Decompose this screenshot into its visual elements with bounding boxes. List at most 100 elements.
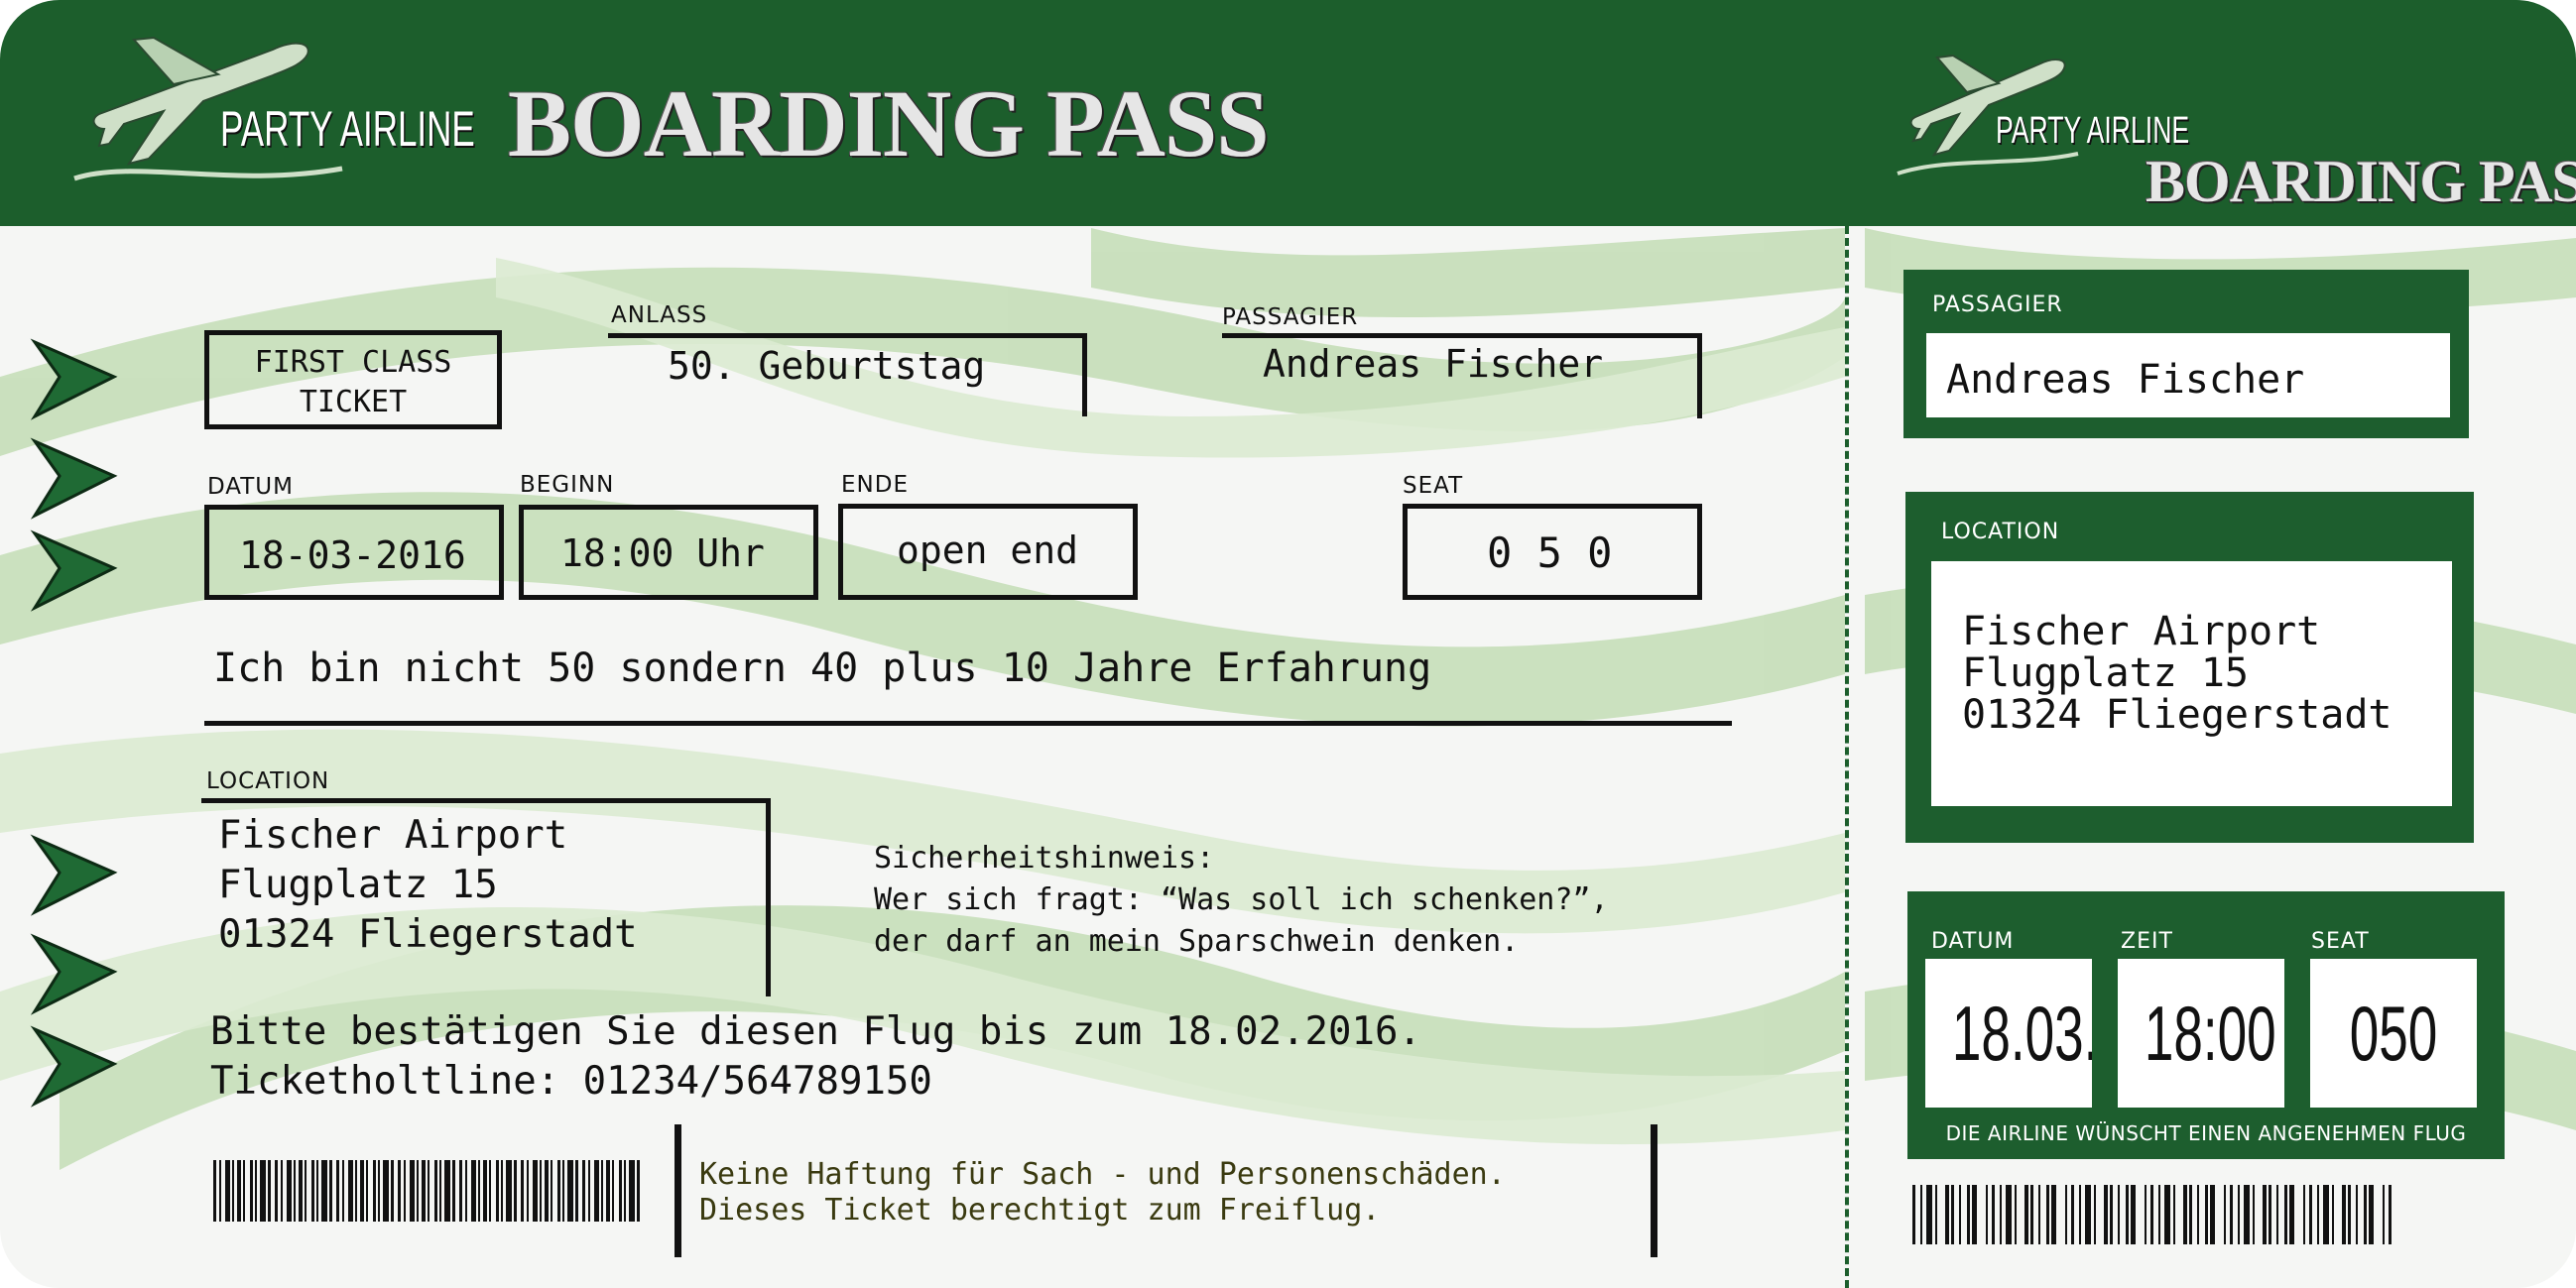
barcode-bar [219, 1160, 221, 1222]
location-line: 01324 Fliegerstadt [218, 912, 638, 957]
security-note: Sicherheitshinweis: Wer sich fragt: “Was… [874, 838, 1609, 963]
perforation-line [1845, 226, 1849, 1288]
barcode-bar [2189, 1185, 2192, 1244]
barcode-bar [444, 1160, 450, 1222]
barcode-bar [2269, 1185, 2271, 1244]
barcode-bar [2342, 1185, 2346, 1244]
airplane-icon [73, 36, 343, 181]
barcode-bar [2110, 1185, 2113, 1244]
begin-value: 18:00 Uhr [560, 531, 765, 575]
barcode-bar [1959, 1185, 1961, 1244]
barcode-bar [360, 1160, 364, 1222]
barcode-bar [567, 1160, 573, 1222]
barcode-bar [452, 1160, 455, 1222]
barcode-bar [2356, 1185, 2358, 1244]
barcode-bar [316, 1160, 318, 1222]
barcode-bar [237, 1160, 241, 1222]
barcode-bar [243, 1160, 245, 1222]
location-label: LOCATION [206, 768, 330, 794]
begin-box [519, 505, 818, 600]
stub-location-line: 01324 Fliegerstadt [1962, 692, 2392, 738]
stub-location-label: LOCATION [1941, 520, 2060, 544]
barcode-bar [2224, 1185, 2226, 1244]
barcode-bar [2094, 1185, 2096, 1244]
barcode-bar [287, 1160, 292, 1222]
barcode-bar [2173, 1185, 2175, 1244]
barcode-bar [619, 1160, 622, 1222]
stub-airline-name: PARTY AIRLINE [1996, 110, 2190, 152]
barcode-bar [299, 1160, 303, 1222]
passenger-frame [1222, 333, 1702, 418]
barcode-bar [2126, 1185, 2129, 1244]
arrow-chevron-icon [30, 338, 118, 612]
barcode-icon [1912, 1185, 2392, 1244]
confirmation-line: Bitte bestätigen Sie diesen Flug bis zum… [210, 1009, 1421, 1054]
barcode-bar [2183, 1185, 2187, 1244]
location-address: Fischer Airport Flugplatz 15 01324 Flieg… [218, 811, 638, 960]
barcode-bar [2079, 1185, 2081, 1244]
stub-location-address: Fischer Airport Flugplatz 15 01324 Flieg… [1962, 611, 2392, 736]
seat-box [1403, 504, 1702, 600]
barcode-bar [2038, 1185, 2040, 1244]
barcode-bar [410, 1160, 415, 1222]
ticket-class: FIRST CLASS TICKET [254, 345, 452, 419]
barcode-bar [2303, 1185, 2305, 1244]
end-value: open end [897, 528, 1079, 572]
barcode-bar [501, 1160, 503, 1222]
barcode-bar [2317, 1185, 2319, 1244]
seat-label: SEAT [1403, 473, 1464, 499]
stub-date-field: 18.03. [1925, 959, 2092, 1108]
barcode-bar [2046, 1185, 2049, 1244]
barcode-bar [2065, 1185, 2067, 1244]
barcode-bar [213, 1160, 216, 1222]
barcode-bar [606, 1160, 610, 1222]
barcode-bar [422, 1160, 426, 1222]
disclaimer-bar-left [675, 1124, 681, 1257]
barcode-bar [545, 1160, 549, 1222]
barcode-bar [637, 1160, 640, 1222]
date-value: 18-03-2016 [239, 533, 466, 577]
barcode-bar [506, 1160, 512, 1222]
barcode-bar [601, 1160, 603, 1222]
barcode-bar [311, 1160, 314, 1222]
date-box [204, 505, 504, 600]
barcode-bar [2006, 1185, 2012, 1244]
confirmation-note: Bitte bestätigen Sie diesen Flug bis zum… [210, 1007, 1421, 1107]
barcode-bar [557, 1160, 560, 1222]
barcode-bar [373, 1160, 376, 1222]
disclaimer-line: Keine Haftung für Sach - und Personensch… [699, 1157, 1506, 1192]
stub-farewell: DIE AIRLINE WÜNSCHT EINEN ANGENEHMEN FLU… [1945, 1121, 2467, 1145]
arrow-chevron-icon [30, 834, 118, 1108]
barcode-bar [2323, 1185, 2329, 1244]
barcode-bar [2230, 1185, 2233, 1244]
barcode-bar [2145, 1185, 2147, 1244]
barcode-icon [213, 1160, 640, 1222]
barcode-bar [366, 1160, 368, 1222]
stub-seat-field: 050 [2310, 959, 2477, 1108]
stub-passenger-label: PASSAGIER [1932, 293, 2063, 317]
barcode-bar [540, 1160, 542, 1222]
barcode-bar [612, 1160, 614, 1222]
barcode-bar [250, 1160, 253, 1222]
barcode-bar [2015, 1185, 2017, 1244]
stub-time-field: 18:00 [2118, 959, 2284, 1108]
barcode-bar [2369, 1185, 2374, 1244]
barcode-bar [398, 1160, 401, 1222]
barcode-bar [2383, 1185, 2385, 1244]
barcode-bar [575, 1160, 578, 1222]
barcode-bar [1951, 1185, 1954, 1244]
end-box [838, 504, 1138, 600]
divider [204, 721, 1732, 726]
barcode-bar [268, 1160, 271, 1222]
barcode-bar [2024, 1185, 2028, 1244]
barcode-bar [281, 1160, 283, 1222]
stub-location-field [1931, 561, 2452, 806]
barcode-bar [551, 1160, 552, 1222]
occasion-value: 50. Geburtstag [668, 344, 986, 388]
barcode-bar [2389, 1185, 2392, 1244]
barcode-bar [275, 1160, 278, 1222]
occasion-frame [608, 333, 1087, 416]
barcode-bar [471, 1160, 476, 1222]
stub-passenger-value: Andreas Fischer [1946, 357, 2305, 403]
hotline-line: Ticketholtline: 01234/564789150 [210, 1059, 932, 1104]
